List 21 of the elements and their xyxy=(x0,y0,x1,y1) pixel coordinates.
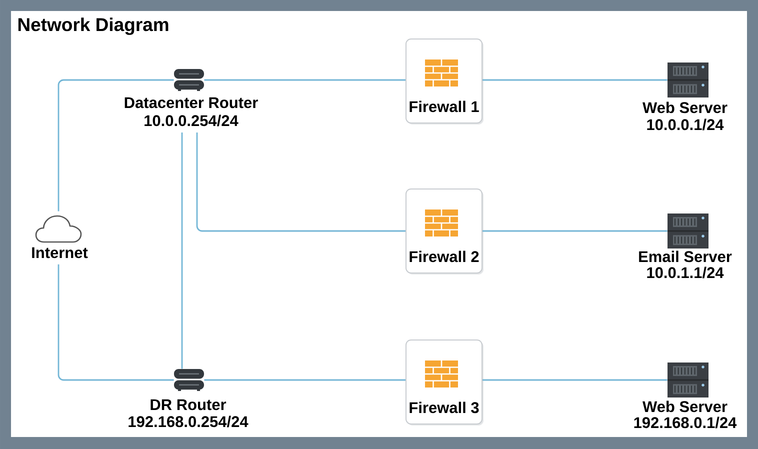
device-label: Email Server xyxy=(639,250,732,262)
ip-address: 192.168.0.254/24 xyxy=(128,416,248,428)
connection-line xyxy=(482,79,668,81)
diagram-title: Network Diagram xyxy=(18,18,168,35)
connection-line xyxy=(181,132,183,369)
connection-line xyxy=(196,132,406,232)
connection-line xyxy=(58,264,174,381)
connection-line xyxy=(204,379,406,381)
ip-address: 10.0.0.1/24 xyxy=(647,118,724,130)
device-label: DR Router xyxy=(150,399,226,410)
device-label: Web Server xyxy=(642,400,728,412)
connection-line xyxy=(482,379,668,381)
ip-address: 10.0.1.1/24 xyxy=(647,266,724,278)
device-label: Web Server xyxy=(642,102,728,114)
connection-line xyxy=(482,230,668,232)
ip-address: 10.0.0.254/24 xyxy=(144,114,238,126)
ip-address: 192.168.0.1/24 xyxy=(634,416,737,428)
connection-line xyxy=(204,79,406,81)
device-label: Internet xyxy=(32,247,88,258)
device-label: Datacenter Router xyxy=(124,97,258,108)
connection-line xyxy=(58,79,174,212)
